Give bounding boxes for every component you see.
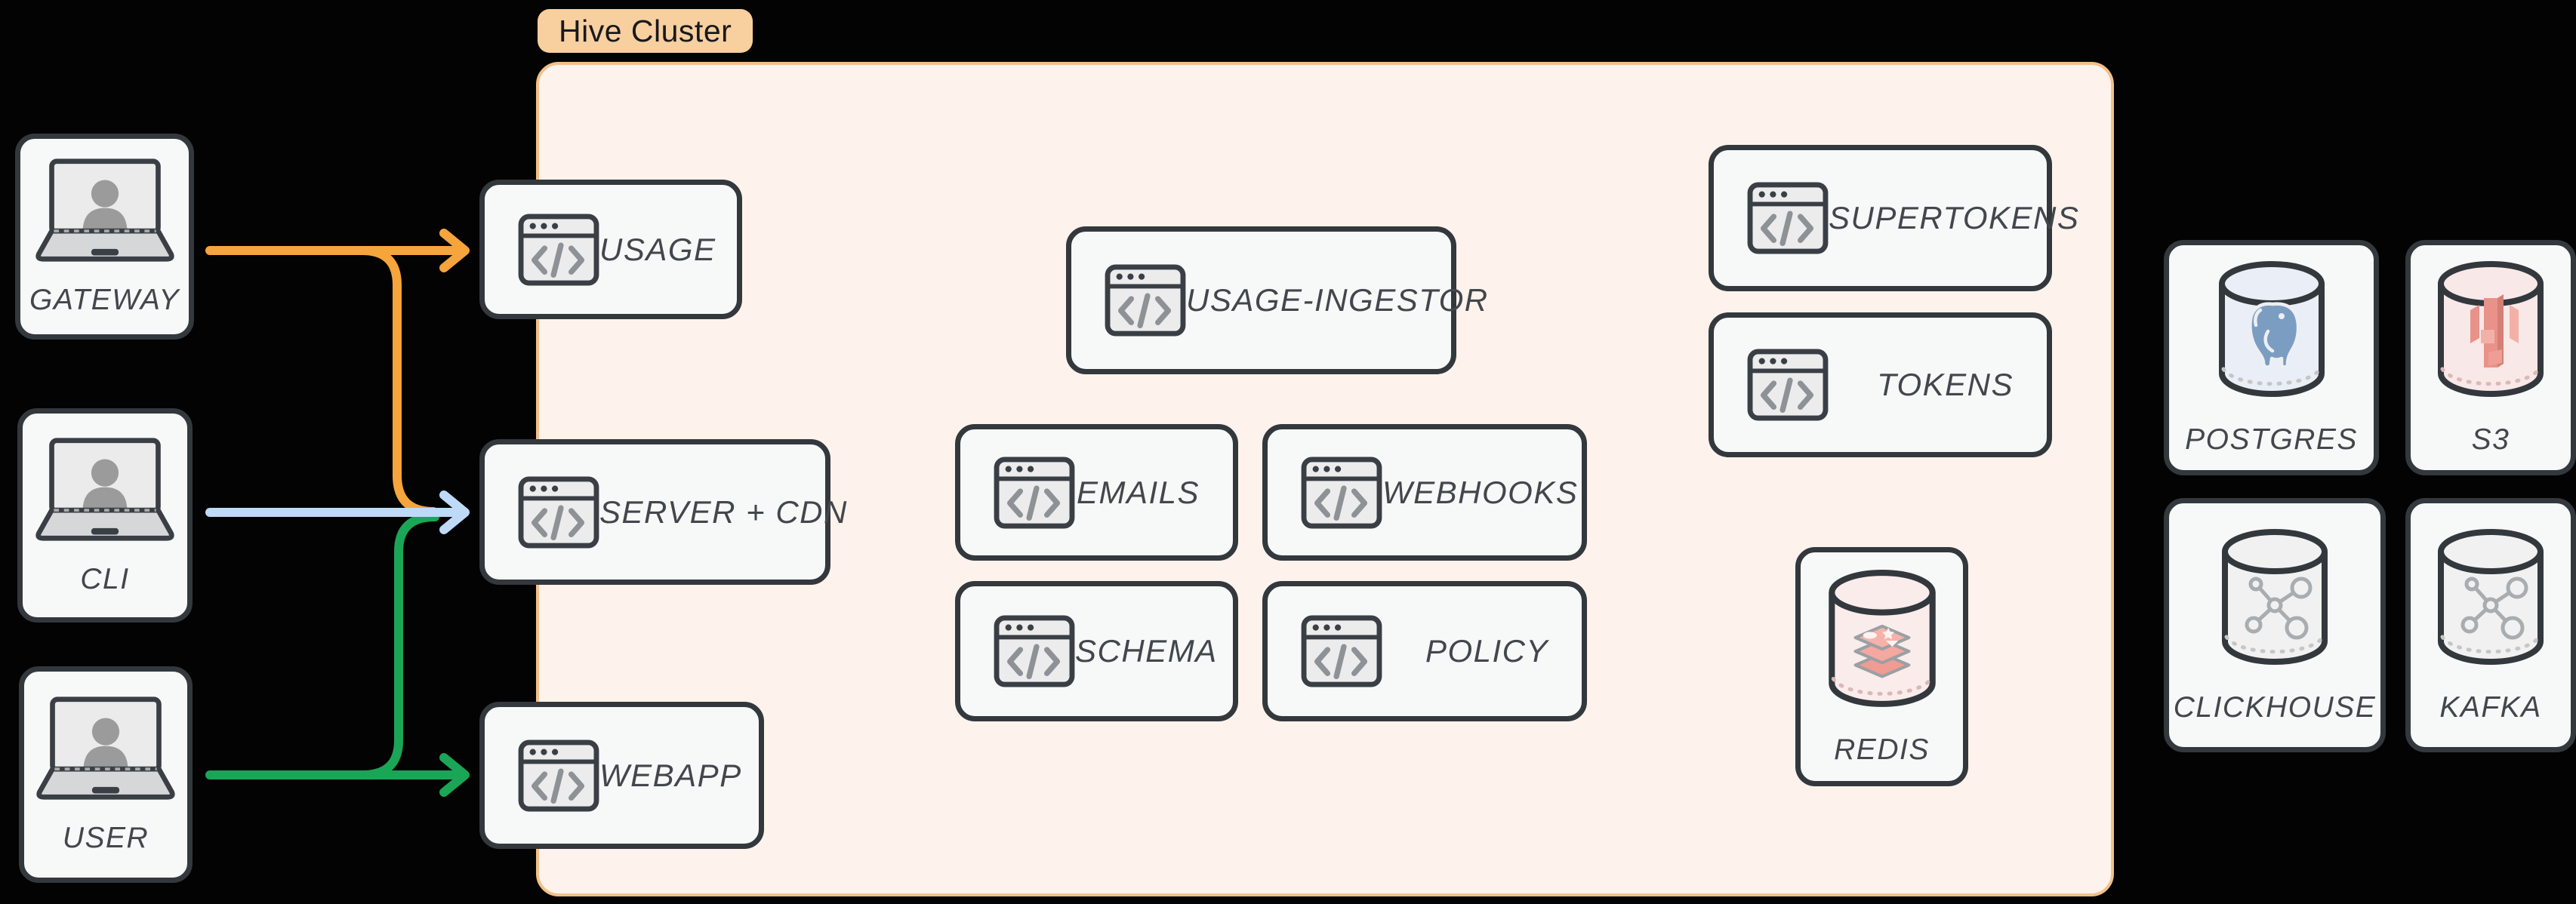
service-schema: SCHEMA <box>955 581 1238 721</box>
code-browser-icon <box>1747 349 1829 421</box>
datastore-kafka-label: KAFKA <box>2439 690 2542 724</box>
datastore-s3: S3 <box>2405 240 2576 475</box>
code-browser-icon <box>994 457 1075 529</box>
service-usage: USAGE <box>479 180 742 319</box>
service-emails: EMAILS <box>955 424 1238 561</box>
edge-gateway-to-server-cdn <box>358 246 438 516</box>
service-tokens-label: TOKENS <box>1877 367 2014 402</box>
service-usage-label: USAGE <box>599 231 716 267</box>
laptop-user-icon <box>29 156 180 264</box>
service-supertokens-label: SUPERTOKENS <box>1829 200 2080 235</box>
service-webapp: WEBAPP <box>479 702 764 849</box>
service-webhooks-label: WEBHOOKS <box>1382 474 1579 510</box>
datastore-clickhouse: CLICKHOUSE <box>2164 498 2386 752</box>
edge-gateway-to-usage-arrowhead-icon <box>439 229 470 272</box>
datastore-kafka: KAFKA <box>2405 498 2576 752</box>
node-gateway-label: GATEWAY <box>29 284 180 316</box>
code-browser-icon <box>1301 457 1382 529</box>
postgres-cylinder-icon <box>2215 259 2328 402</box>
code-browser-icon <box>1301 615 1382 687</box>
hive-cluster-badge: Hive Cluster <box>538 9 753 53</box>
node-user: USER <box>19 666 193 883</box>
service-server-cdn-label: SERVER + CDN <box>599 494 848 530</box>
code-browser-icon <box>1105 264 1186 337</box>
datastore-redis-label: REDIS <box>1834 733 1930 766</box>
laptop-user-icon <box>29 435 180 543</box>
service-webhooks: WEBHOOKS <box>1262 424 1587 561</box>
datastore-s3-label: S3 <box>2471 423 2510 456</box>
datastore-postgres-label: POSTGRES <box>2185 423 2358 456</box>
code-browser-icon <box>1747 182 1829 254</box>
service-policy: POLICY <box>1262 581 1587 721</box>
service-emails-label: EMAILS <box>1076 474 1200 510</box>
datastore-clickhouse-label: CLICKHOUSE <box>2173 690 2377 724</box>
service-usage-ingestor-label: USAGE-INGESTOR <box>1186 282 1489 318</box>
node-gateway: GATEWAY <box>15 134 194 340</box>
code-browser-icon <box>518 214 599 286</box>
code-browser-icon <box>518 476 599 549</box>
service-supertokens: SUPERTOKENS <box>1709 145 2078 291</box>
service-usage-ingestor: USAGE-INGESTOR <box>1066 226 1487 374</box>
edge-user-to-webapp-arrowhead-icon <box>439 753 470 797</box>
code-browser-icon <box>994 615 1075 687</box>
service-server-cdn: SERVER + CDN <box>479 439 846 585</box>
edge-user-to-server-cdn <box>358 512 439 779</box>
code-browser-icon <box>518 739 599 812</box>
service-policy-label: POLICY <box>1425 633 1548 669</box>
s3-cylinder-icon <box>2434 259 2547 402</box>
laptop-user-icon <box>30 694 181 802</box>
hive-cluster-badge-label: Hive Cluster <box>559 13 732 48</box>
edge-cli-to-server-cdn-arrowhead-icon <box>439 490 470 534</box>
node-cli: CLI <box>17 408 193 623</box>
node-user-label: USER <box>62 822 149 854</box>
datastore-redis: REDIS <box>1795 547 1968 786</box>
graph-cylinder-icon <box>2434 527 2547 670</box>
service-webapp-label: WEBAPP <box>599 757 742 793</box>
service-tokens: TOKENS <box>1709 312 2052 457</box>
service-schema-label: SCHEMA <box>1075 633 1218 669</box>
graph-cylinder-icon <box>2218 527 2331 670</box>
node-cli-label: CLI <box>80 562 130 595</box>
datastore-postgres: POSTGRES <box>2164 240 2379 475</box>
redis-cylinder-icon <box>1825 567 1940 712</box>
